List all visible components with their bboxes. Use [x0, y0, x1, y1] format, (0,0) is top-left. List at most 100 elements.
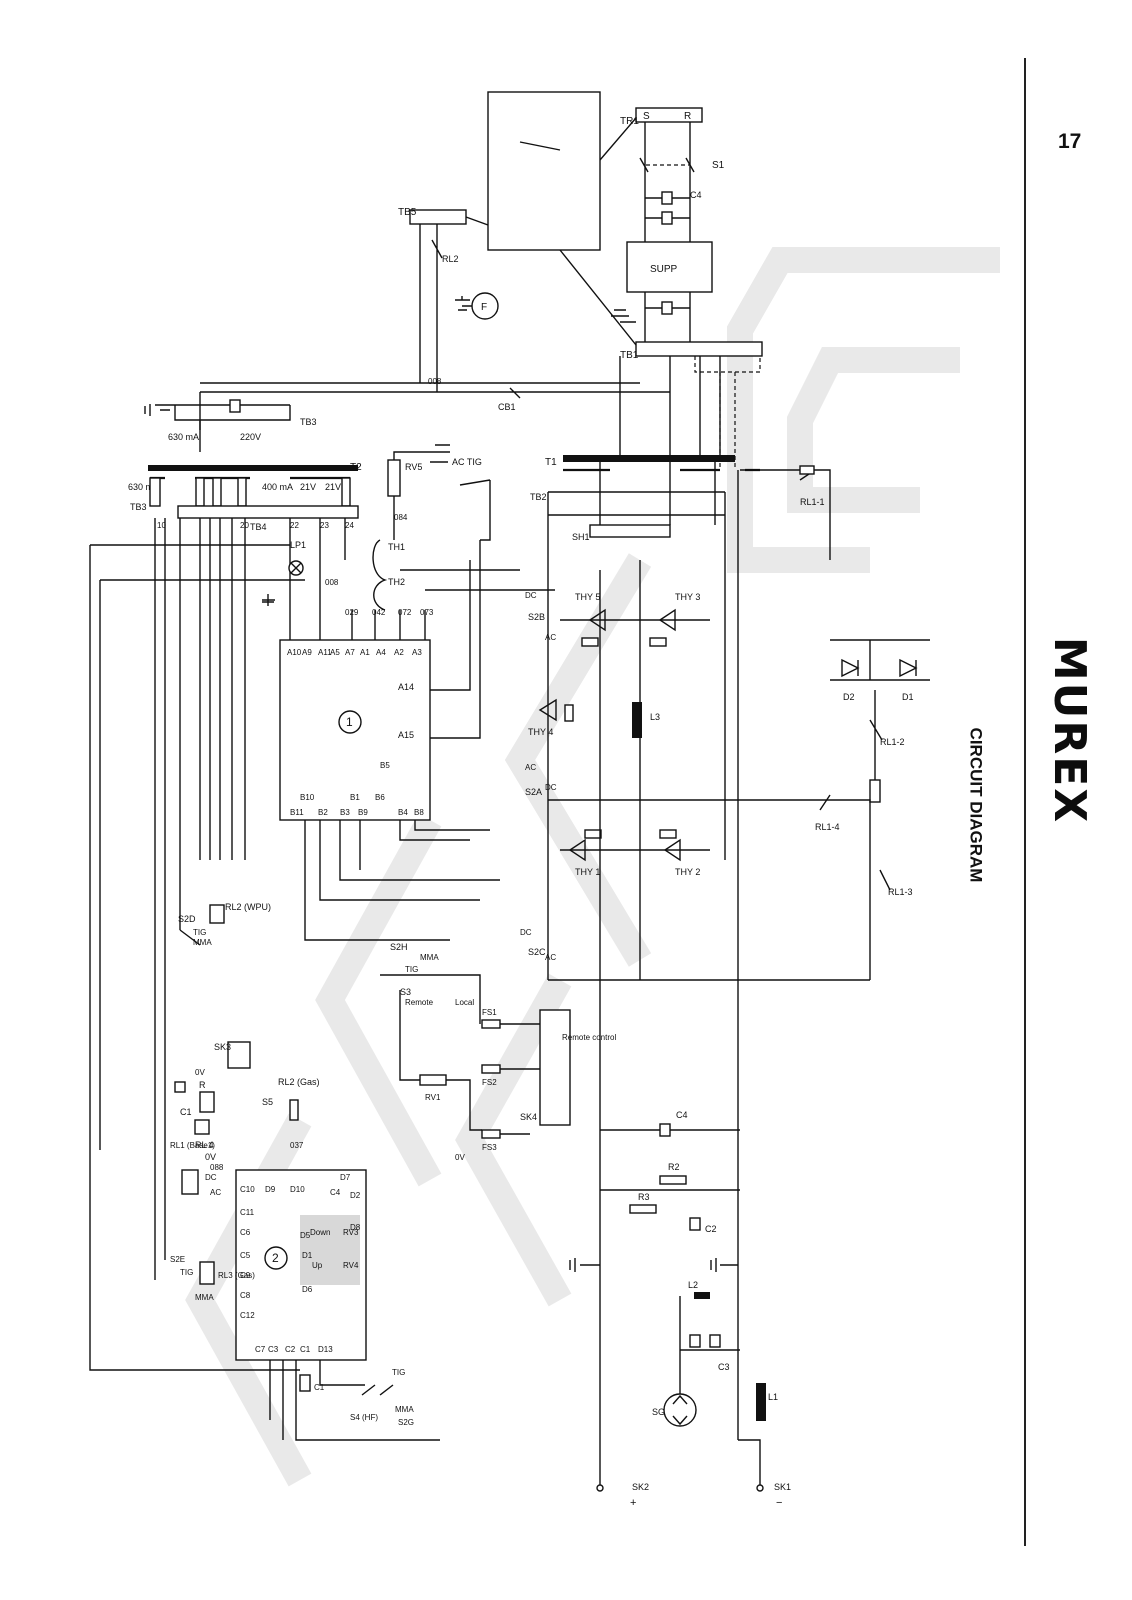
component-label-ac: AC [525, 763, 536, 772]
component-label-b9: B9 [358, 808, 368, 817]
component-label-a9: A9 [302, 648, 312, 657]
component-label-t24: 24 [345, 521, 354, 530]
component-label-mma: MMA [420, 953, 439, 962]
thy2-label: THY 2 [675, 867, 700, 877]
rl3-gas-label: RL3 (Gas) [218, 1271, 255, 1280]
component-label-d-d6: D6 [302, 1285, 313, 1294]
component-label-a3: A3 [412, 648, 422, 657]
component-label-fs1: FS1 [482, 1008, 497, 1017]
component-label-dc: DC [205, 1173, 217, 1182]
component-label-c-c9: C9 [240, 1271, 251, 1280]
component-label-c-c12: C12 [240, 1311, 255, 1320]
ma630-left-label: 630 mA [128, 482, 159, 492]
th2-label: TH2 [388, 577, 405, 587]
tb5-label: TB5 [398, 207, 417, 218]
tb1-label: TB1 [620, 350, 639, 361]
fs1-fuse [481, 1019, 501, 1029]
component-label-c1: C1 [180, 1107, 192, 1117]
rl1-3-label: RL1-3 [888, 887, 913, 897]
th1-label: TH1 [388, 542, 405, 552]
component-label-c-c3: C3 [268, 1345, 279, 1354]
rl4-label: RL 4 [195, 1140, 214, 1150]
thy4-label: THY 4 [528, 727, 553, 737]
thy5-label: THY 5 [575, 592, 600, 602]
page-rule [1024, 58, 1026, 1546]
component-label-b8: B8 [414, 808, 424, 817]
tr1-terminal-block [635, 107, 703, 123]
tr1-r-label: R [684, 111, 691, 122]
component-label-n042: 042 [372, 608, 386, 617]
rl1-base1-label: RL1 (Base1) [170, 1141, 215, 1150]
component-label-tig: TIG [405, 965, 418, 974]
component-label-ov: 0V [195, 1068, 205, 1077]
component-label-b2: B2 [318, 808, 328, 817]
component-label-fs3: FS3 [482, 1143, 497, 1152]
d1-label: D1 [902, 692, 914, 702]
rl2-contact-label: RL2 [442, 254, 459, 264]
pcb-inset [487, 91, 601, 251]
component-label-a11: A11 [318, 648, 332, 657]
rl2-gas-label: RL2 (Gas) [278, 1077, 320, 1087]
fs3-fuse [481, 1129, 501, 1139]
s2g-label: S2G [398, 1418, 414, 1427]
component-label-c-c4: C4 [330, 1188, 341, 1197]
component-label-dc: DC [525, 591, 537, 600]
s5-label: S5 [262, 1097, 273, 1107]
component-label-ac: AC [545, 953, 556, 962]
sk2-label: SK2 [632, 1482, 649, 1492]
v21a-label: 21V [300, 482, 316, 492]
s2h-label: S2H [390, 942, 408, 952]
component-label-a15: A15 [398, 730, 414, 740]
component-label-a2: A2 [394, 648, 404, 657]
component-label-b11: B11 [290, 808, 304, 817]
s4-hf-label: S4 (HF) [350, 1413, 378, 1422]
component-label-a1: A1 [360, 648, 370, 657]
tb1-terminal-block [635, 341, 763, 357]
component-label-b5: B5 [380, 761, 390, 770]
component-label-tig: TIG [392, 1368, 405, 1377]
component-label-up: Up [312, 1261, 323, 1270]
component-label-a7: A7 [345, 648, 355, 657]
d1-diode [899, 658, 918, 678]
component-label-c-c6: C6 [240, 1228, 251, 1237]
component-label-r: R [199, 1080, 206, 1090]
component-label-b1: B1 [350, 793, 360, 802]
tb4-terminal-block [177, 505, 359, 519]
component-label-ov: 0V [205, 1152, 216, 1162]
component-label-d-d7: D7 [340, 1173, 351, 1182]
component-label-a4: A4 [376, 648, 386, 657]
component-label-c1: C1 [314, 1383, 325, 1392]
component-label-rv4: RV4 [343, 1261, 359, 1270]
component-label-b4: B4 [398, 808, 408, 817]
component-label-b3: B3 [340, 808, 350, 817]
component-label-d-d9: D9 [265, 1185, 276, 1194]
d2-diode [841, 658, 860, 678]
thy1-label: THY 1 [575, 867, 600, 877]
c4-label: C4 [676, 1110, 688, 1120]
supp-box [626, 241, 713, 293]
spark-gap [663, 1393, 697, 1427]
net-008-a: 008 [428, 377, 442, 386]
component-label-local: Local [455, 998, 474, 1007]
tr1-s-label: S [643, 111, 650, 122]
component-label-tig: TIG [193, 928, 206, 937]
component-label-ac: AC [210, 1188, 221, 1197]
component-label-mma: MMA [395, 1405, 414, 1414]
component-label-c-c8: C8 [240, 1291, 251, 1300]
component-label-n037: 037 [290, 1141, 304, 1150]
component-label-n084: 084 [394, 513, 408, 522]
component-label-d-d13: D13 [318, 1345, 333, 1354]
component-label-c-c10: C10 [240, 1185, 255, 1194]
tb3-top-label: TB3 [300, 417, 317, 427]
l3-inductor [632, 702, 642, 738]
rl2-wpu-coil [209, 904, 225, 924]
rl1-base1-coil [181, 1169, 199, 1195]
rv3-rv4-shaded-area [300, 1215, 360, 1285]
rl1-1-label: RL1-1 [800, 497, 825, 507]
thy3-label: THY 3 [675, 592, 700, 602]
component-label-t22: 22 [290, 521, 299, 530]
sk4-socket [539, 1009, 571, 1126]
component-label-n008: 008 [325, 578, 339, 587]
